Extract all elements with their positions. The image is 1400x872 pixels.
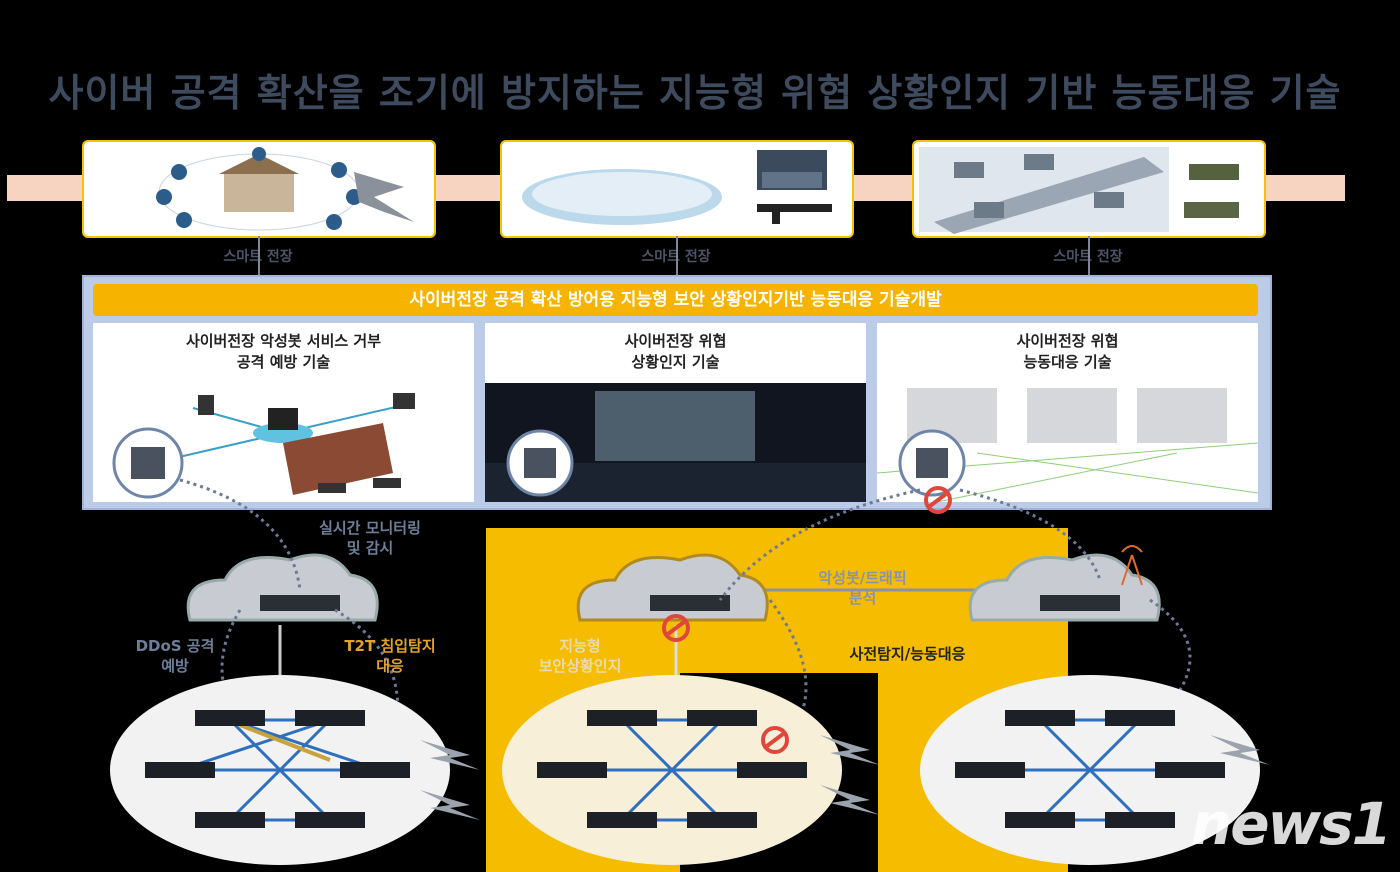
smart-traffic-illustration	[919, 147, 1239, 234]
page-title: 사이버 공격 확산을 조기에 방지하는 지능형 위협 상황인지 기반 능동대응 …	[48, 71, 1342, 115]
connector-line	[676, 236, 678, 276]
section-title: 사이버전장 위협	[1016, 332, 1119, 350]
network-illustration	[112, 393, 415, 499]
section-title: 사이버전장 위협	[624, 332, 727, 350]
connector-line	[1088, 236, 1090, 276]
scenario-card-smart-city	[500, 140, 854, 238]
cloud-gateway	[576, 553, 769, 622]
block-icon	[662, 486, 952, 754]
connector-line	[258, 236, 260, 276]
label-response: 사전탐지/능동대응	[849, 645, 966, 663]
section-subtitle: 상황인지 기술	[631, 353, 720, 371]
section-subtitle: 공격 예방 기술	[236, 353, 331, 371]
smart-home-illustration	[156, 147, 414, 231]
section-subtitle: 능동대응 기술	[1023, 353, 1112, 371]
panel-header: 사이버전장 공격 확산 방어용 지능형 보안 상황인지기반 능동대응 기술개발	[93, 284, 1258, 316]
scenario-card-smart-traffic	[912, 140, 1266, 238]
scenario-card-smart-home	[82, 140, 436, 238]
device-cluster	[110, 675, 1260, 865]
section-title: 사이버전장 악성봇 서비스 거부	[185, 332, 382, 350]
smart-city-illustration	[522, 150, 832, 225]
cloud-gateway	[968, 553, 1161, 622]
antenna-icon	[1121, 545, 1143, 586]
cloud-gateway	[186, 553, 379, 622]
response-graph-illustration	[877, 388, 1258, 502]
signal-bolt-icon	[420, 735, 1270, 820]
watermark-logo: news1	[1190, 790, 1392, 858]
control-room-illustration	[485, 383, 866, 502]
